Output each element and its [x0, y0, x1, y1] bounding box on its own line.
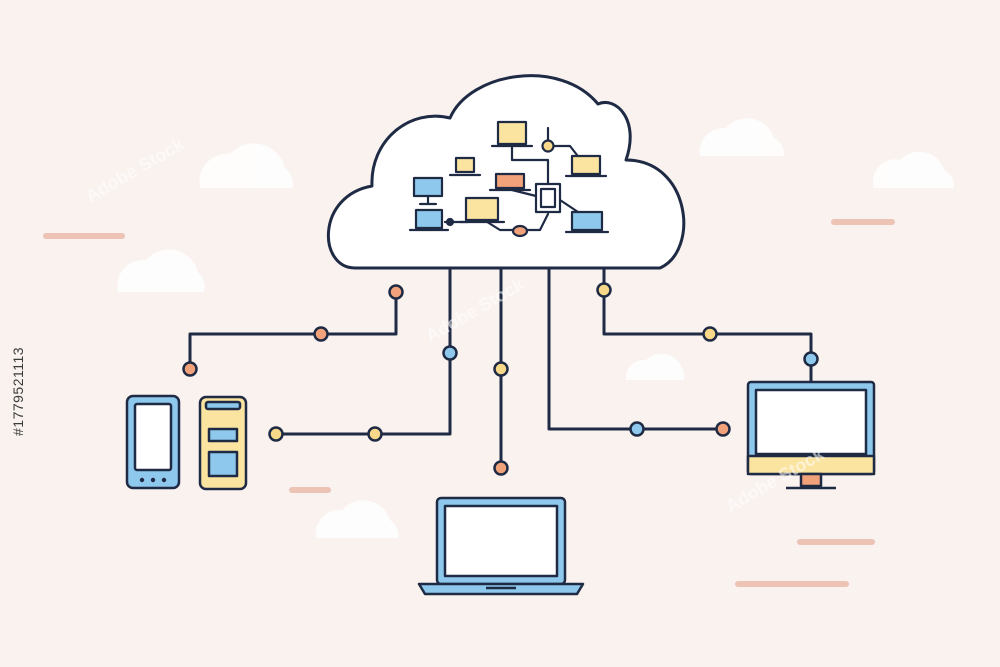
link-to-tablet — [276, 270, 450, 434]
smartphone-icon — [127, 396, 179, 488]
node-yellow — [704, 328, 717, 341]
bg-cloud-2 — [117, 249, 204, 292]
tablet-icon — [200, 397, 246, 489]
node-orange — [717, 423, 730, 436]
desktop-monitor-icon — [748, 382, 874, 488]
node-yellow — [495, 363, 508, 376]
network-computer — [466, 198, 498, 220]
node-yellow — [270, 428, 283, 441]
network-computer — [416, 210, 442, 228]
node-orange — [495, 462, 508, 475]
node-yellow — [369, 428, 382, 441]
network-computer — [496, 174, 524, 188]
bg-cloud-5 — [626, 354, 685, 380]
network-computer — [414, 178, 442, 196]
stock-id-label: #1779521113 — [10, 347, 26, 436]
bg-cloud-1 — [199, 143, 293, 188]
node-orange — [315, 328, 328, 341]
network-computer — [572, 212, 602, 230]
bg-cloud-3 — [700, 118, 784, 156]
network-computer — [498, 122, 526, 144]
network-computer — [572, 156, 600, 174]
bg-cloud-6 — [316, 500, 399, 538]
node-orange — [184, 363, 197, 376]
node-yellow — [598, 284, 611, 297]
node-blue — [805, 353, 818, 366]
node-blue — [444, 347, 457, 360]
node-blue — [631, 423, 644, 436]
link-to-phone — [190, 292, 396, 369]
laptop-icon — [419, 498, 583, 594]
cloud-icon — [328, 76, 683, 268]
bg-cloud-4 — [873, 152, 954, 188]
node-orange — [390, 286, 403, 299]
network-computer — [456, 158, 474, 172]
link-to-right-node — [549, 270, 723, 429]
